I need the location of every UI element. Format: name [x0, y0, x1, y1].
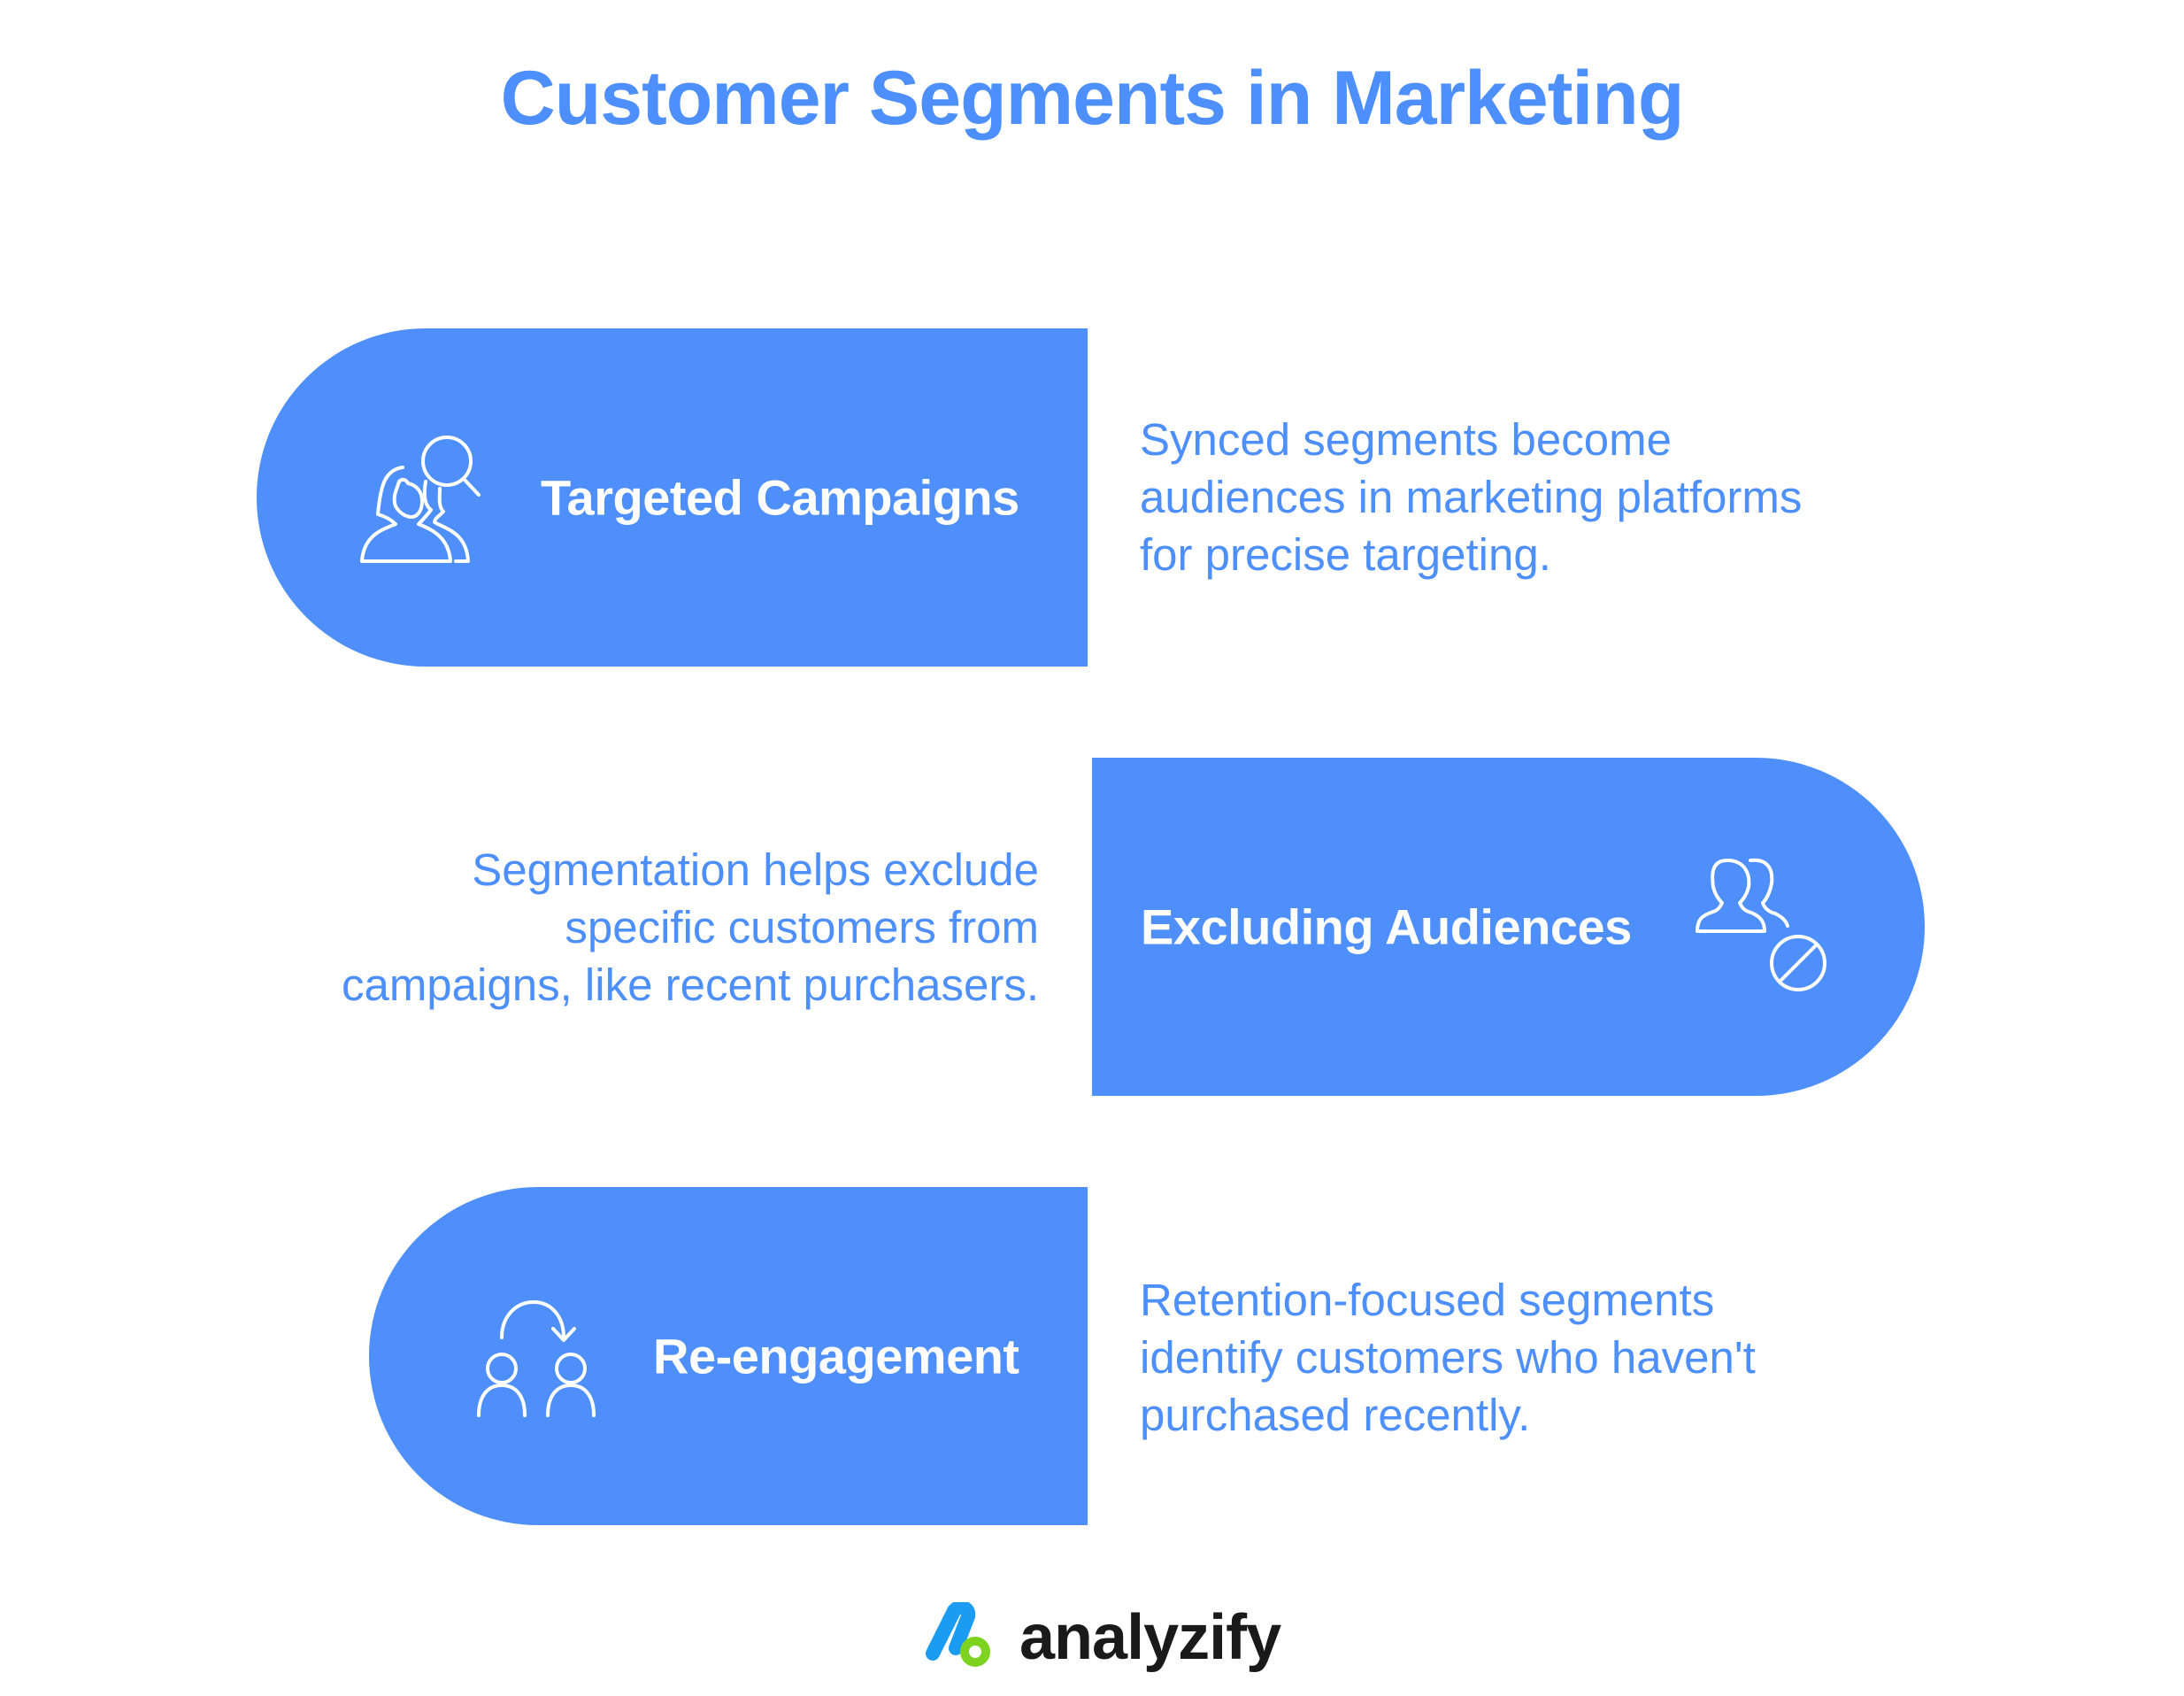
description-line: specific customers from	[565, 902, 1039, 952]
brand-name: analyzify	[1019, 1602, 1281, 1673]
description-line: Retention-focused segments	[1140, 1275, 1715, 1325]
person-search-icon	[360, 436, 481, 563]
users-blocked-icon	[1696, 858, 1826, 991]
segment-description: Segmentation helps exclude specific cust…	[342, 841, 1039, 1014]
brand-logo: analyzify	[920, 1593, 1281, 1682]
description-line: Synced segments become	[1140, 414, 1672, 465]
users-cycle-icon	[477, 1300, 596, 1417]
description-line: identify customers who haven't	[1140, 1332, 1756, 1383]
segment-label: Excluding Audiences	[1141, 898, 1632, 955]
description-line: Segmentation helps exclude	[472, 844, 1039, 895]
description-line: for precise targeting.	[1140, 529, 1551, 580]
description-line: audiences in marketing platforms	[1140, 472, 1803, 522]
segment-label: Targeted Campaigns	[541, 469, 1019, 526]
description-line: campaigns, like recent purchasers.	[341, 960, 1039, 1010]
segment-description: Retention-focused segments identify cust…	[1140, 1271, 1756, 1444]
segment-targeted-campaigns: Targeted Campaigns	[257, 328, 1088, 667]
segment-excluding-audiences: Excluding Audiences	[1092, 758, 1925, 1096]
segment-re-engagement: Re-engagement	[369, 1187, 1088, 1525]
segment-label: Re-engagement	[653, 1328, 1019, 1384]
page-title: Customer Segments in Marketing	[500, 56, 1685, 141]
segment-description: Synced segments become audiences in mark…	[1140, 411, 1802, 583]
description-line: purchased recently.	[1140, 1390, 1531, 1440]
analyzify-logo-icon	[926, 1602, 990, 1667]
